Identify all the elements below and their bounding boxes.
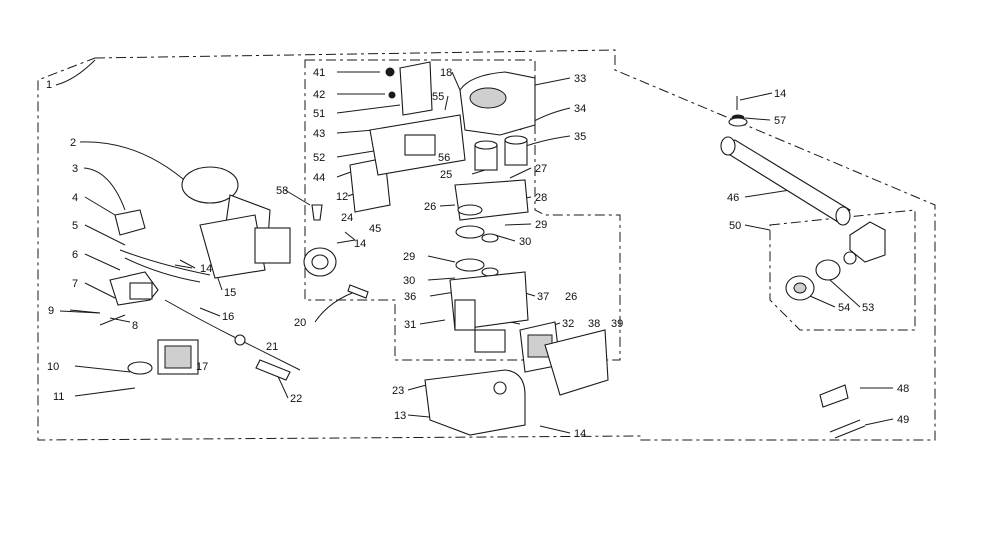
callout-8: 8: [132, 320, 138, 332]
callout-52: 52: [313, 152, 325, 164]
outer-boundary: [37, 49, 936, 441]
callout-22: 22: [290, 393, 302, 405]
callout-14: 14: [200, 263, 212, 275]
callout-11: 11: [53, 391, 64, 403]
callout-30: 30: [519, 236, 531, 248]
callout-51: 51: [313, 108, 325, 120]
callout-20: 20: [294, 317, 306, 329]
callout-53: 53: [862, 302, 874, 314]
callout-13: 13: [394, 410, 406, 422]
callout-56: 56: [438, 152, 450, 164]
right-parts: [720, 96, 886, 439]
callout-16: 16: [222, 311, 234, 323]
callout-42: 42: [313, 89, 325, 101]
callout-45: 45: [369, 223, 381, 235]
callout-49: 49: [897, 414, 909, 426]
callout-44: 44: [313, 172, 325, 184]
callout-58: 58: [276, 185, 288, 197]
valve-parts: [349, 61, 609, 436]
callout-54: 54: [838, 302, 850, 314]
callout-35: 35: [574, 131, 586, 143]
fitting-group-boundary: [769, 209, 916, 331]
callout-14: 14: [354, 238, 366, 250]
callout-21: 21: [266, 341, 278, 353]
callout-28: 28: [535, 192, 547, 204]
callout-25: 25: [440, 169, 452, 181]
callout-37: 37: [537, 291, 549, 303]
callout-55: 55: [432, 91, 444, 103]
callout-4: 4: [72, 192, 78, 204]
callout-9: 9: [48, 305, 54, 317]
callout-15: 15: [224, 287, 236, 299]
callout-24: 24: [341, 212, 353, 224]
callout-12: 12: [336, 191, 348, 203]
callout-36: 36: [404, 291, 416, 303]
callout-29: 29: [535, 219, 547, 231]
callout-26: 26: [424, 201, 436, 213]
callout-14: 14: [574, 428, 586, 440]
callout-23: 23: [392, 385, 404, 397]
callout-46: 46: [727, 192, 739, 204]
callout-10: 10: [47, 361, 59, 373]
callout-17: 17: [196, 361, 208, 373]
group-boundaries: [37, 49, 936, 441]
callout-27: 27: [535, 163, 547, 175]
callout-48: 48: [897, 383, 909, 395]
callout-6: 6: [72, 249, 78, 261]
callout-1: 1: [46, 79, 52, 91]
callout-39: 39: [611, 318, 623, 330]
callout-14: 14: [774, 88, 786, 100]
callout-41: 41: [313, 67, 325, 79]
callout-50: 50: [729, 220, 741, 232]
leader-lines: [55, 59, 894, 434]
burner-parts: [181, 166, 369, 299]
callout-31: 31: [404, 319, 416, 331]
callout-30: 30: [403, 275, 415, 287]
left-parts: [69, 209, 301, 381]
callout-7: 7: [72, 278, 78, 290]
callout-18: 18: [440, 67, 452, 79]
callout-5: 5: [72, 220, 78, 232]
callout-43: 43: [313, 128, 325, 140]
callout-38: 38: [588, 318, 600, 330]
callout-29: 29: [403, 251, 415, 263]
callout-33: 33: [574, 73, 586, 85]
callout-3: 3: [72, 163, 78, 175]
callout-32: 32: [562, 318, 574, 330]
callout-34: 34: [574, 103, 586, 115]
callout-26: 26: [565, 291, 577, 303]
callout-57: 57: [774, 115, 786, 127]
callout-2: 2: [70, 137, 76, 149]
